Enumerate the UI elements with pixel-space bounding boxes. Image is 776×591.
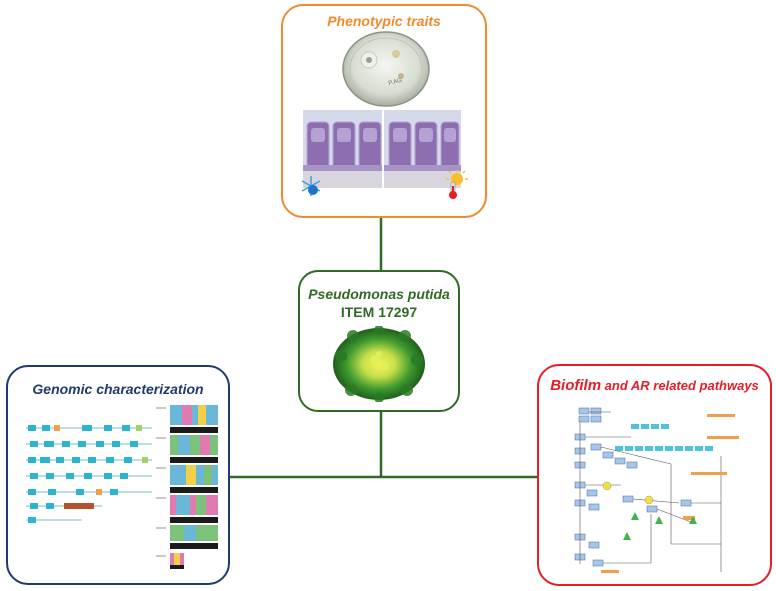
biofilm-title-bold: Biofilm bbox=[550, 377, 602, 394]
organism-name: Pseudomonas putida bbox=[308, 286, 450, 302]
genomic-characterization-node: Genomic characterization bbox=[6, 365, 230, 585]
svg-text:P.AG: P.AG bbox=[388, 78, 403, 87]
sequence-alignment-icon bbox=[156, 405, 218, 569]
bacteria-colony-icon bbox=[333, 326, 425, 402]
biofilm-pathways-title: Biofilm and AR related pathways bbox=[539, 377, 770, 394]
gene-map-icon bbox=[26, 425, 152, 523]
genomic-characterization-title: Genomic characterization bbox=[32, 381, 204, 397]
hot-thermometer-icon bbox=[446, 170, 468, 199]
biofilm-title-rest: and AR related pathways bbox=[601, 378, 759, 393]
pseudomonas-putida-node: Pseudomonas putida ITEM 17297 bbox=[298, 270, 460, 412]
biofilm-pathways-node: Biofilm and AR related pathways bbox=[537, 364, 772, 586]
strain-id: ITEM 17297 bbox=[340, 304, 418, 320]
phenotypic-traits-node: Phenotypic traits P.AG bbox=[281, 4, 487, 218]
well-plate-icon bbox=[303, 110, 461, 188]
cold-thermometer-icon bbox=[301, 176, 321, 196]
petri-dish-icon: P.AG bbox=[342, 31, 430, 107]
pathway-map-icon bbox=[574, 407, 739, 573]
phenotypic-traits-title: Phenotypic traits bbox=[327, 13, 441, 29]
